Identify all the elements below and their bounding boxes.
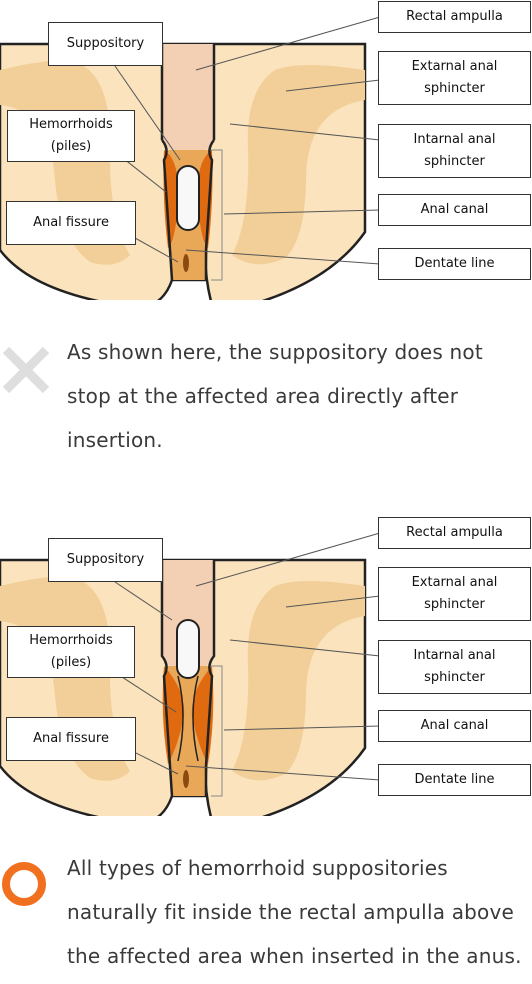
caption-incorrect-text: As shown here, the suppository does not … <box>67 340 483 452</box>
rectum <box>162 44 214 152</box>
label-external-sphincter: Extarnal anal sphincter <box>378 567 531 621</box>
suppository-shape <box>176 165 200 231</box>
label-anal-canal: Anal canal <box>378 194 531 226</box>
label-rectal-ampulla: Rectal ampulla <box>378 517 531 549</box>
label-rectal-ampulla: Rectal ampulla <box>378 1 531 33</box>
diagram-correct-position: Suppository Hemorrhoids (piles) Anal fis… <box>0 516 532 816</box>
external-sphincter-right <box>232 581 365 781</box>
label-internal-sphincter: Intarnal anal sphincter <box>378 124 531 178</box>
label-dentate-line: Dentate line <box>378 248 531 280</box>
cross-icon <box>2 346 50 394</box>
fissure-mark <box>183 770 189 788</box>
label-external-sphincter: Extarnal anal sphincter <box>378 51 531 105</box>
anatomy-illustration <box>0 532 381 816</box>
label-suppository: Suppository <box>48 22 163 66</box>
diagram-incorrect-position: Suppository Hemorrhoids (piles) Anal fis… <box>0 0 532 300</box>
fissure-mark <box>183 254 189 272</box>
label-hemorrhoids: Hemorrhoids (piles) <box>7 626 135 678</box>
external-sphincter-right <box>232 65 365 265</box>
label-dentate-line: Dentate line <box>378 764 531 796</box>
suppository-shape <box>176 619 200 679</box>
rectum <box>162 560 214 668</box>
label-anal-canal: Anal canal <box>378 710 531 742</box>
label-internal-sphincter: Intarnal anal sphincter <box>378 640 531 694</box>
circle-icon <box>2 862 46 906</box>
label-suppository: Suppository <box>48 538 163 582</box>
label-hemorrhoids: Hemorrhoids (piles) <box>7 110 135 162</box>
label-anal-fissure: Anal fissure <box>6 201 136 245</box>
caption-correct-text: All types of hemorrhoid suppositories na… <box>67 856 522 968</box>
label-anal-fissure: Anal fissure <box>6 717 136 761</box>
